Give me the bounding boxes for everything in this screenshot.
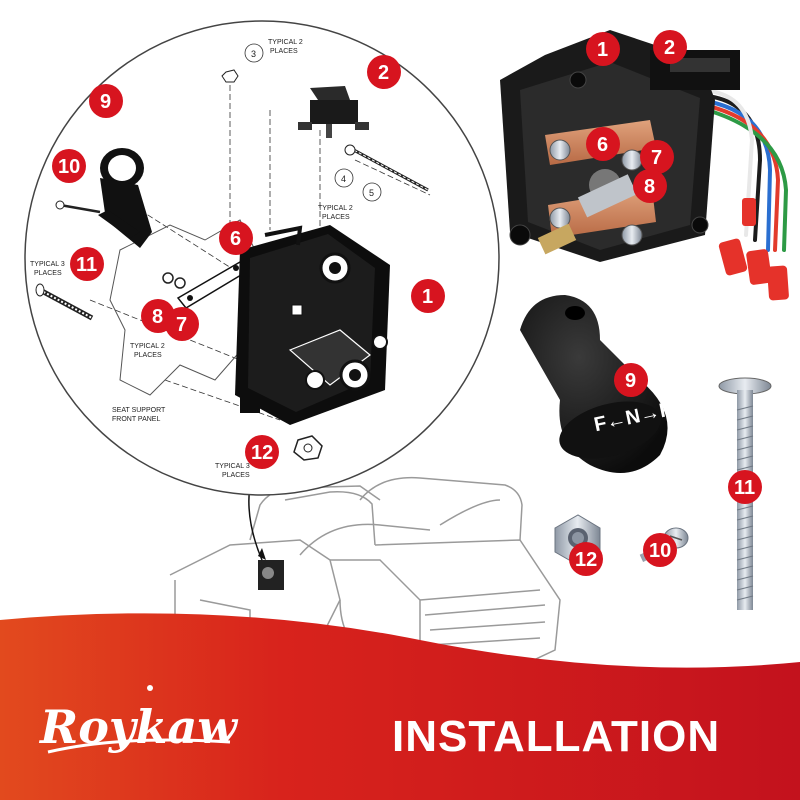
svg-text:7: 7 xyxy=(651,147,662,169)
label-seat-line1: SEAT SUPPORT xyxy=(112,407,166,414)
svg-text:10: 10 xyxy=(649,540,671,562)
svg-text:6: 6 xyxy=(597,134,608,156)
callout-2-diagram: 2 xyxy=(367,55,401,89)
callout-10-diagram: 10 xyxy=(52,149,86,183)
brand-logo: Roykaw xyxy=(40,700,237,754)
micro-switch-drawing xyxy=(298,86,369,138)
label-typical2-a-line2: PLACES xyxy=(270,48,298,55)
handle-drawing xyxy=(98,148,152,248)
svg-text:8: 8 xyxy=(152,306,163,328)
svg-text:12: 12 xyxy=(575,549,597,571)
label-typical2-b-line1: TYPICAL 2 xyxy=(318,205,353,212)
label-typical3-a-line1: TYPICAL 3 xyxy=(30,261,65,268)
callout-9-diagram: 9 xyxy=(89,84,123,118)
callout-12-diagram: 12 xyxy=(245,435,279,469)
ref-number-3: 3 xyxy=(251,49,256,59)
svg-text:9: 9 xyxy=(625,370,636,392)
svg-text:11: 11 xyxy=(734,477,755,499)
callout-11-diagram: 11 xyxy=(70,247,104,281)
callout-9-photo: 9 xyxy=(614,363,648,397)
svg-text:9: 9 xyxy=(100,91,111,113)
switch-body-drawing xyxy=(235,225,390,425)
label-typical2-b-line2: PLACES xyxy=(322,214,350,221)
product-knob-photo: F←N→R xyxy=(520,295,677,473)
callout-7-diagram: 7 xyxy=(165,307,199,341)
diagram-text-labels: TYPICAL 2 PLACES TYPICAL 2 PLACES TYPICA… xyxy=(30,39,382,479)
svg-text:10: 10 xyxy=(58,156,80,178)
installation-title: INSTALLATION xyxy=(392,712,721,761)
label-typical2-c-line1: TYPICAL 2 xyxy=(130,343,165,350)
ref-number-5: 5 xyxy=(369,188,374,198)
label-typical2-c-line2: PLACES xyxy=(134,352,162,359)
banner-background xyxy=(0,613,800,800)
callout-11-photo: 11 xyxy=(728,470,762,504)
label-typical3-a-line2: PLACES xyxy=(34,270,62,277)
label-typical3-b-line1: TYPICAL 3 xyxy=(215,463,250,470)
label-typical2-a-line1: TYPICAL 2 xyxy=(268,39,303,46)
svg-text:11: 11 xyxy=(76,254,97,276)
callout-7-photo: 7 xyxy=(640,140,674,174)
svg-text:8: 8 xyxy=(644,176,655,198)
svg-text:1: 1 xyxy=(597,39,608,61)
svg-text:12: 12 xyxy=(251,442,273,464)
callout-8-photo: 8 xyxy=(633,169,667,203)
svg-text:2: 2 xyxy=(378,62,389,84)
svg-text:2: 2 xyxy=(664,37,675,59)
svg-text:7: 7 xyxy=(176,314,187,336)
label-typical3-b-line2: PLACES xyxy=(222,472,250,479)
callout-10-photo: 10 xyxy=(643,533,677,567)
callout-12-photo: 12 xyxy=(569,542,603,576)
svg-text:6: 6 xyxy=(230,228,241,250)
callout-2-photo: 2 xyxy=(653,30,687,64)
callout-6-diagram: 6 xyxy=(219,221,253,255)
brand-swoosh xyxy=(47,738,231,754)
svg-text:1: 1 xyxy=(422,286,433,308)
callout-1-photo: 1 xyxy=(586,32,620,66)
callout-1-diagram: 1 xyxy=(411,279,445,313)
ref-number-4: 4 xyxy=(341,174,346,184)
callouts: 9 10 11 8 7 6 2 1 12 1 2 6 7 8 9 11 12 1… xyxy=(52,30,762,576)
exploded-view-parts xyxy=(35,69,431,461)
callout-6-photo: 6 xyxy=(586,127,620,161)
label-seat-line2: FRONT PANEL xyxy=(112,416,160,423)
